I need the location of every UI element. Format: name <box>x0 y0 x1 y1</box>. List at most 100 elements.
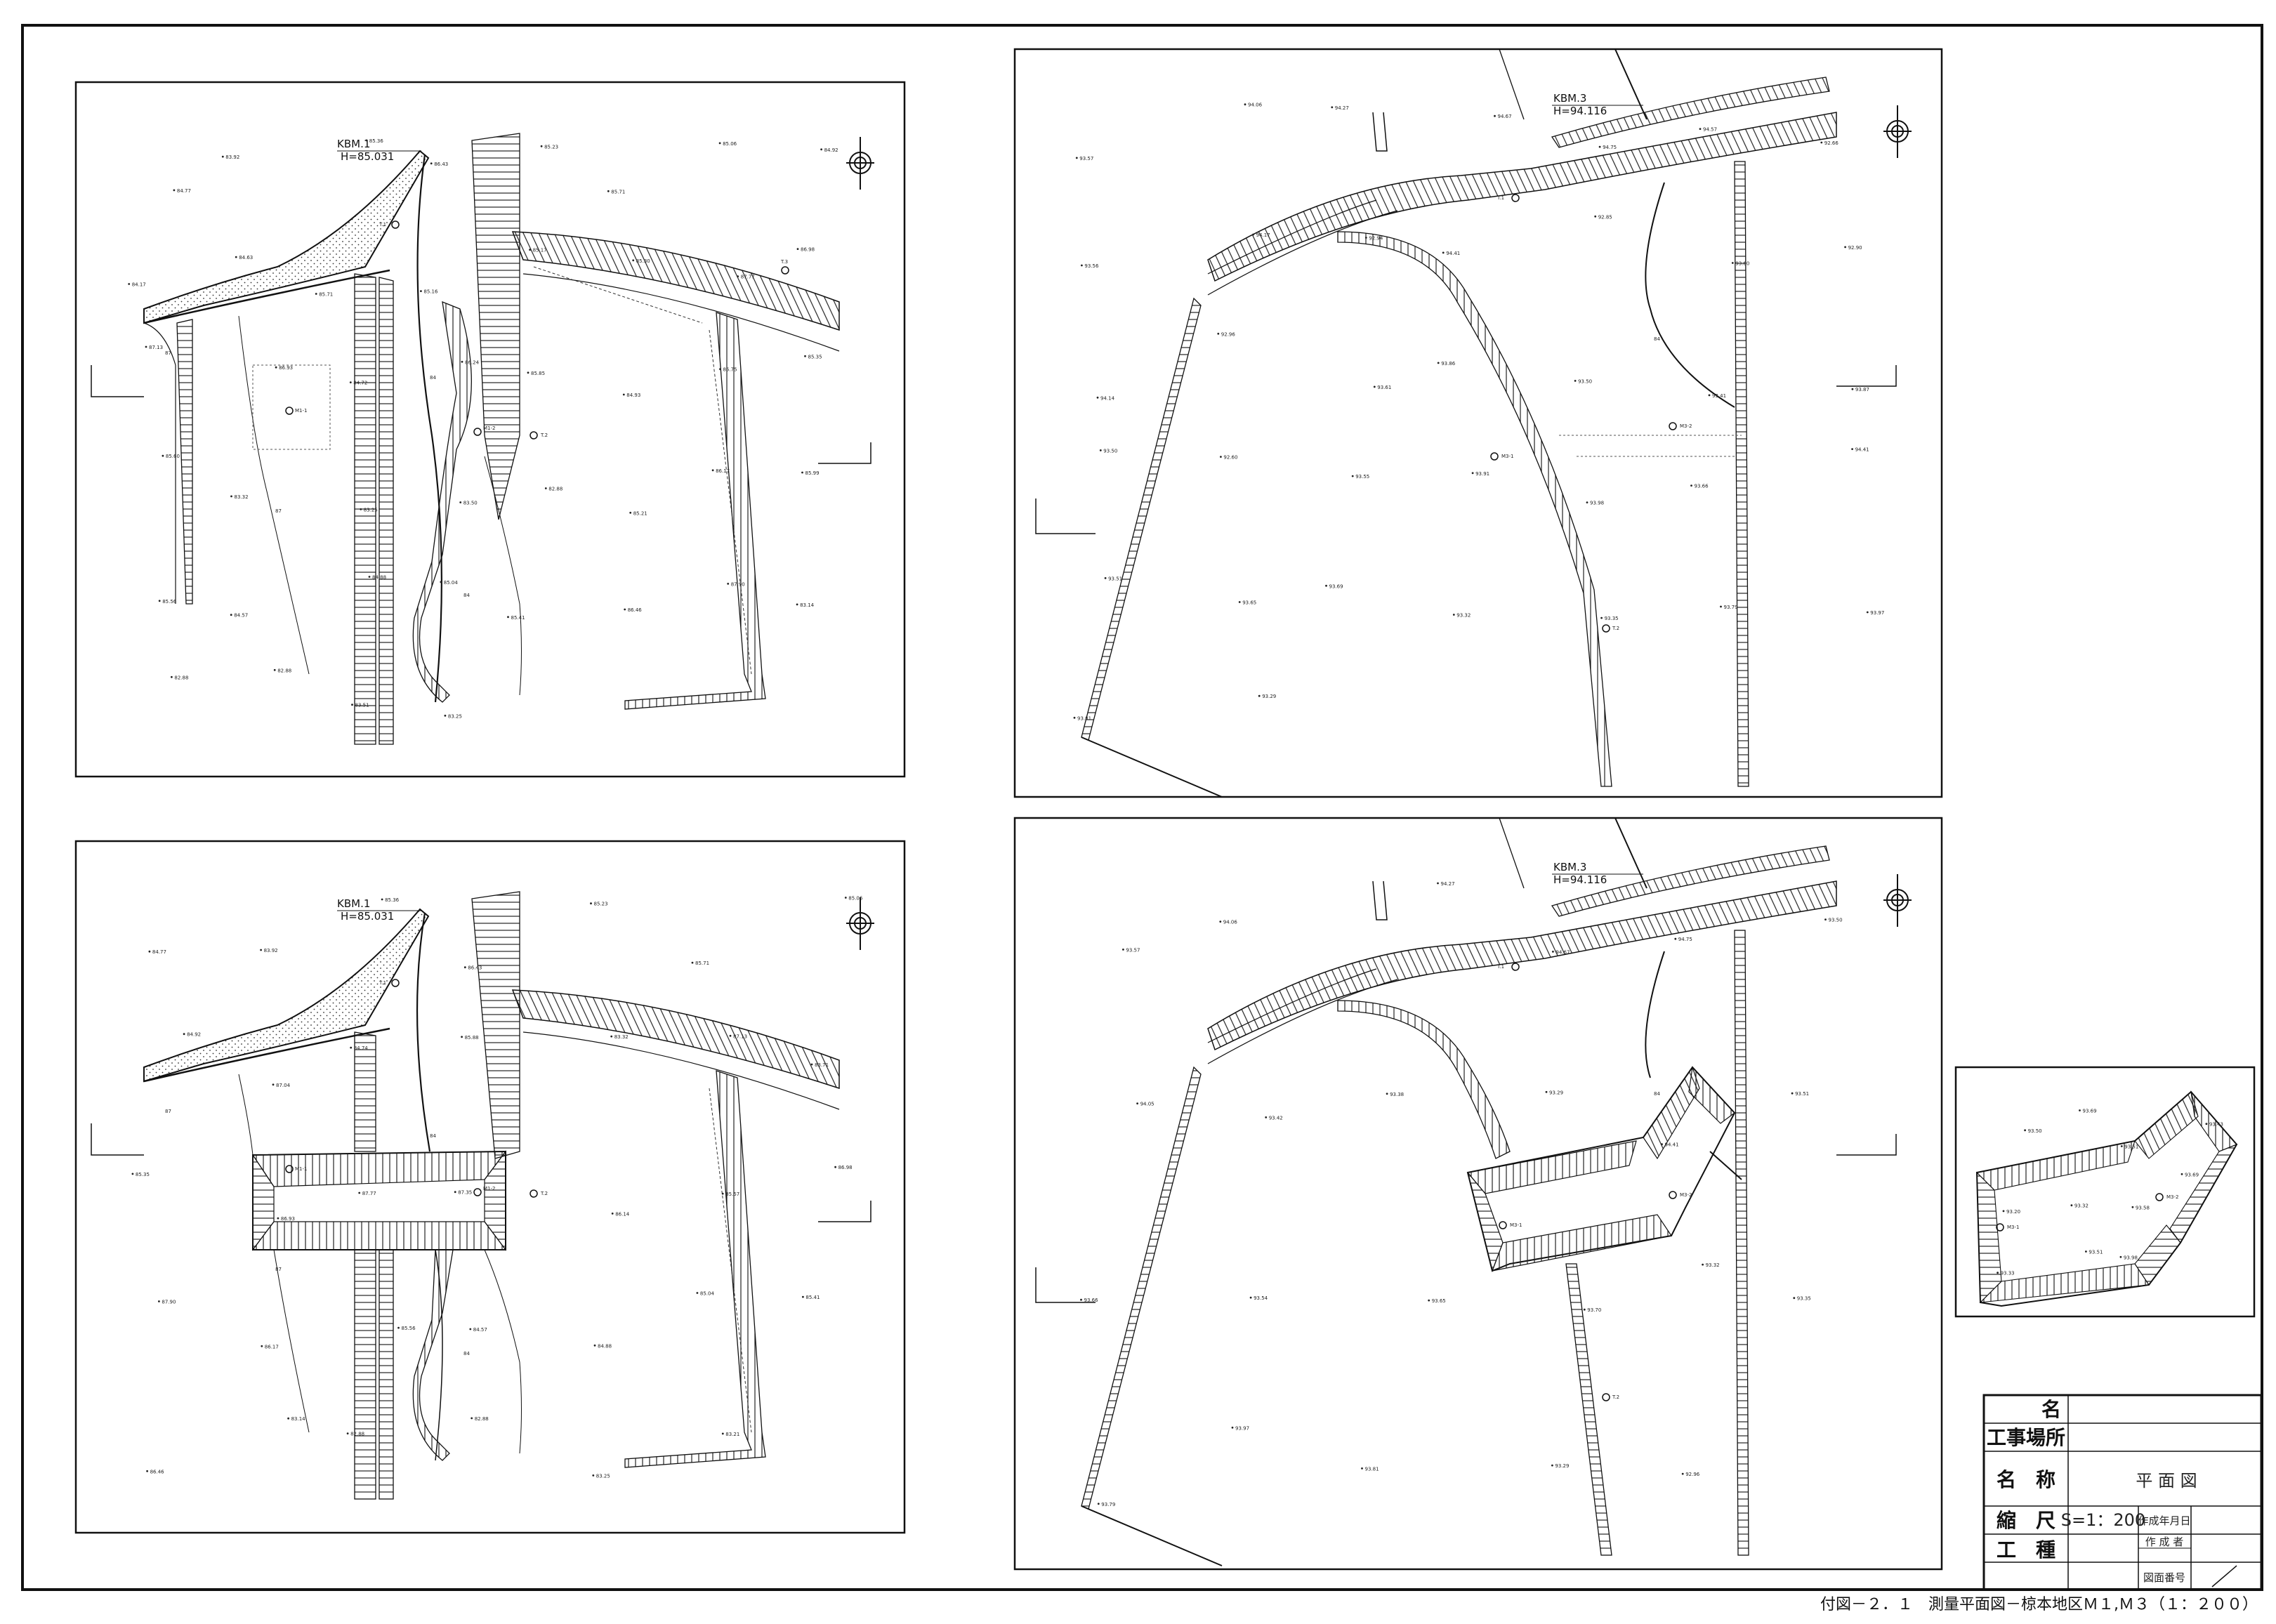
elevation-point <box>1552 951 1554 953</box>
elevation-point <box>1325 584 1327 587</box>
elevation-point <box>128 283 131 285</box>
elevation-label: 93.79 <box>1724 605 1738 610</box>
elevation-point <box>171 675 173 678</box>
elevation-point <box>1265 1116 1268 1118</box>
plan-panel-top-left: KBM.1 H=85.031 T.1 T.2 T.3 M1-1 M1-2 87 … <box>74 81 906 778</box>
elevation-point <box>1681 1472 1684 1475</box>
title-block: 名 工事場所 名 称 平 面 図 縮 尺 S=1：200 作成年月日 工 種 作… <box>1982 1394 2263 1591</box>
elevation-label: 93.81 <box>1077 715 1091 721</box>
elevation-label: 93.66 <box>1695 484 1709 489</box>
elevation-label: 93.41 <box>1712 393 1726 399</box>
elevation-point <box>1452 614 1455 616</box>
elevation-point <box>1238 601 1241 603</box>
elevation-label: 86.24 <box>465 359 480 365</box>
elevation-point <box>2070 1204 2073 1207</box>
elevation-label: 82.88 <box>174 675 188 680</box>
elevation-label: 93.32 <box>1456 613 1471 619</box>
elevation-point <box>1720 605 1722 608</box>
elevation-label: 92.96 <box>1221 331 1236 337</box>
elevation-point <box>1122 949 1124 951</box>
elevation-point <box>235 256 237 258</box>
elevation-label: 84.92 <box>824 147 838 153</box>
elevation-point <box>1820 141 1823 144</box>
elevation-point <box>1600 616 1603 619</box>
elevation-point <box>2120 1145 2123 1147</box>
elevation-point <box>349 381 352 383</box>
elevation-label: 83.32 <box>614 1034 629 1040</box>
elevation-point <box>1428 1299 1430 1302</box>
elevation-label: 83.25 <box>596 1473 610 1479</box>
elevation-label: 86.93 <box>279 365 293 371</box>
elevation-label: 87.04 <box>276 1083 291 1088</box>
elevation-point <box>350 1046 353 1049</box>
elevation-label: 93.32 <box>2074 1203 2088 1209</box>
station-label: M3-1 <box>2007 1224 2019 1230</box>
road-embankment <box>511 231 840 331</box>
station-label: T.1 <box>1496 195 1504 201</box>
elevation-point <box>463 966 466 969</box>
elevation-point <box>183 1033 185 1036</box>
elevation-point <box>315 293 317 295</box>
elevation-label: 87.13 <box>733 1034 747 1039</box>
elevation-point <box>632 259 635 262</box>
elevation-point <box>802 1295 804 1298</box>
elevation-label: 93.57 <box>1126 947 1140 953</box>
elevation-label: 93.42 <box>1269 1115 1283 1121</box>
elevation-point <box>801 471 803 474</box>
kbm-label: KBM.1 <box>337 897 370 910</box>
elevation-label: 82.88 <box>548 487 563 492</box>
elevation-point <box>1244 103 1246 106</box>
elevation-point <box>346 1432 349 1434</box>
elevation-label: 93.98 <box>1590 501 1604 506</box>
station-marker <box>1499 1221 1507 1229</box>
station-marker <box>391 220 400 229</box>
station-label: T.1 <box>379 980 386 986</box>
elevation-label: 94.17 <box>1256 232 1270 238</box>
sheet-border <box>21 24 2263 1591</box>
elevation-point <box>1791 1092 1794 1095</box>
elevation-label: 93.65 <box>1242 600 1256 606</box>
station-label: M3-2 <box>2166 1194 2178 1200</box>
elevation-point <box>1731 262 1734 264</box>
elevation-label: 93.65 <box>1432 1298 1446 1304</box>
elevation-label: 94.14 <box>1100 395 1115 401</box>
station-label: T.2 <box>540 1191 548 1196</box>
station-label: M1-1 <box>295 408 307 414</box>
station-label: T.2 <box>1612 626 1619 631</box>
elevation-label: 93.66 <box>1084 1298 1099 1303</box>
elevation-point <box>624 608 626 611</box>
elevation-label: 84.93 <box>626 392 640 398</box>
contour-label: 84 <box>463 593 470 598</box>
elevation-label: 93.29 <box>1555 1463 1569 1469</box>
elevation-label: 84.63 <box>239 255 253 260</box>
elevation-label: 93.29 <box>1262 694 1276 699</box>
elevation-point <box>1437 882 1439 885</box>
slope-band <box>471 133 520 520</box>
elevation-point <box>1249 1296 1252 1299</box>
elevation-label: 85.85 <box>531 371 545 376</box>
elevation-label: 83.21 <box>725 1432 739 1437</box>
elevation-label: 94.05 <box>1140 1102 1155 1107</box>
elevation-point <box>2024 1129 2027 1132</box>
elevation-label: 94.41 <box>1855 447 1869 453</box>
elevation-point <box>1442 251 1445 254</box>
elevation-label: 85.36 <box>385 897 400 903</box>
elevation-label: 85.71 <box>611 189 625 194</box>
elevation-point <box>1866 611 1869 614</box>
elevation-point <box>1217 332 1220 335</box>
elevation-label: 85.35 <box>808 354 822 359</box>
panel-frame <box>1013 817 1943 1571</box>
plan-panel-bottom-left: KBM.1 H=85.031 T.1 T.2 M1-1 M1-2 87 87 8… <box>74 840 906 1534</box>
elevation-label: 93.38 <box>1390 1092 1404 1097</box>
elevation-point <box>1661 1143 1663 1146</box>
elevation-point <box>590 902 592 905</box>
station-label: T.1 <box>379 222 386 227</box>
elevation-label: 83.71 <box>815 1062 829 1068</box>
contour-label: 87 <box>275 1267 282 1272</box>
elevation-point <box>158 1300 160 1302</box>
elevation-point <box>696 1292 699 1294</box>
title-block-title-label: 名 称 <box>1997 1468 2055 1491</box>
elevation-point <box>471 1417 473 1420</box>
elevation-label: 93.69 <box>2083 1109 2097 1114</box>
elevation-label: 86.46 <box>150 1469 165 1474</box>
